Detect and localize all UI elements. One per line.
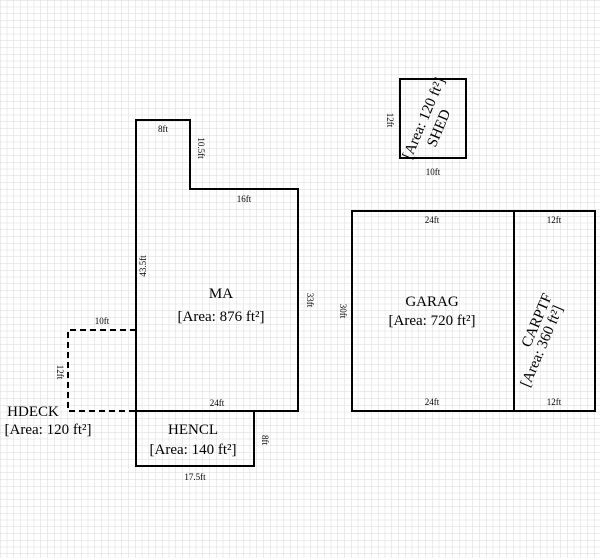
ma-dim-bottom: 24ft <box>210 398 225 408</box>
hencl-outline[interactable] <box>135 410 255 467</box>
hdeck-name: HDECK <box>7 404 59 420</box>
area-hencl[interactable]: HENCL [Area: 140 ft²] 8ft 17.5ft <box>135 410 270 482</box>
hdeck-dim-left: 12ft <box>55 365 65 380</box>
hencl-dim-bottom: 17.5ft <box>184 472 206 482</box>
garag-dim-left: 30ft <box>338 304 348 319</box>
garag-area: [Area: 720 ft²] <box>389 313 476 329</box>
garag-name: GARAG <box>405 294 459 310</box>
garag-dim-top: 24ft <box>425 215 440 225</box>
hencl-dim-right: 8ft <box>260 435 270 445</box>
carptf-dim-top: 12ft <box>547 215 562 225</box>
garag-dim-bottom: 24ft <box>425 397 440 407</box>
ma-area: [Area: 876 ft²] <box>178 309 265 325</box>
shed-dim-bottom: 10ft <box>426 167 441 177</box>
shed-dim-left: 12ft <box>385 113 395 128</box>
carptf-dim-bottom: 12ft <box>547 397 562 407</box>
ma-dim-step: 16ft <box>237 194 252 204</box>
ma-dim-left: 43.5ft <box>138 255 148 277</box>
hdeck-area: [Area: 120 ft²] <box>5 422 92 438</box>
ma-dim-right: 33ft <box>305 293 315 308</box>
shed-outline[interactable] <box>399 78 467 159</box>
hdeck-outline[interactable] <box>67 329 136 412</box>
area-hdeck[interactable]: 10ft 12ft HDECK [Area: 120 ft²] <box>5 316 136 438</box>
hencl-name: HENCL <box>168 422 218 438</box>
carptf-outline[interactable] <box>513 210 596 412</box>
ma-dim-notch: 10.5ft <box>196 137 206 159</box>
hencl-area: [Area: 140 ft²] <box>150 442 237 458</box>
ma-dim-top: 8ft <box>158 124 168 134</box>
hdeck-dim-top: 10ft <box>95 316 110 326</box>
ma-name: MA <box>209 286 233 302</box>
